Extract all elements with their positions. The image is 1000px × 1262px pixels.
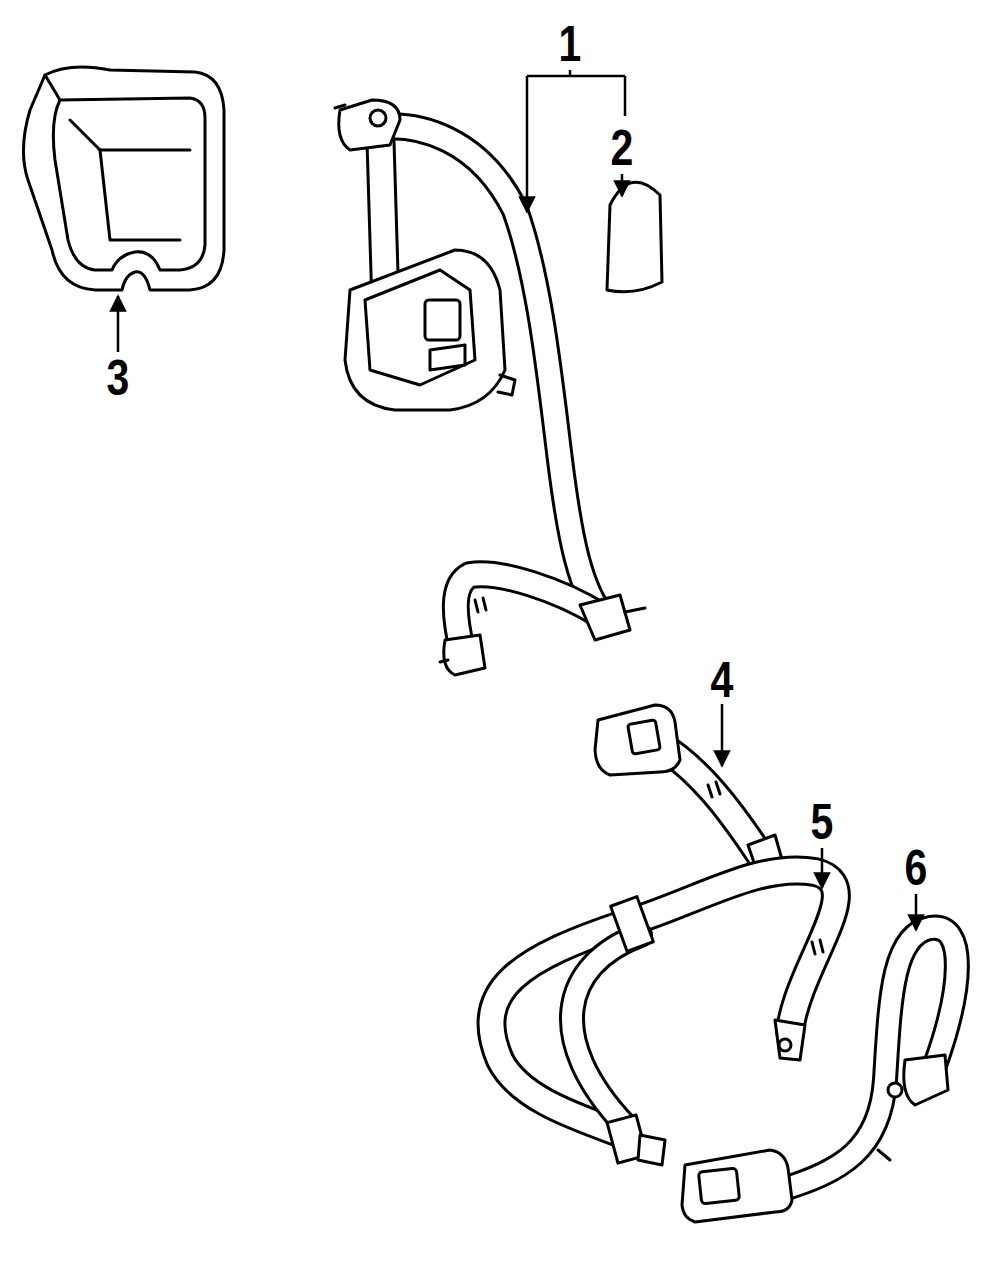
callout-number: 3 xyxy=(107,353,130,403)
callout-number: 5 xyxy=(811,797,834,847)
lap-belt xyxy=(491,870,835,1165)
buckle-assembly xyxy=(595,705,787,881)
callout-number: 2 xyxy=(611,123,634,173)
buckle-strap xyxy=(682,928,957,1222)
callout-number: 4 xyxy=(711,655,734,705)
callout-number: 6 xyxy=(905,843,928,893)
callout-number: 1 xyxy=(559,19,582,69)
retractor-belt xyxy=(335,100,645,675)
d-ring-cover xyxy=(23,67,224,290)
leader-lines xyxy=(118,70,916,930)
anchor-cap xyxy=(607,182,662,292)
